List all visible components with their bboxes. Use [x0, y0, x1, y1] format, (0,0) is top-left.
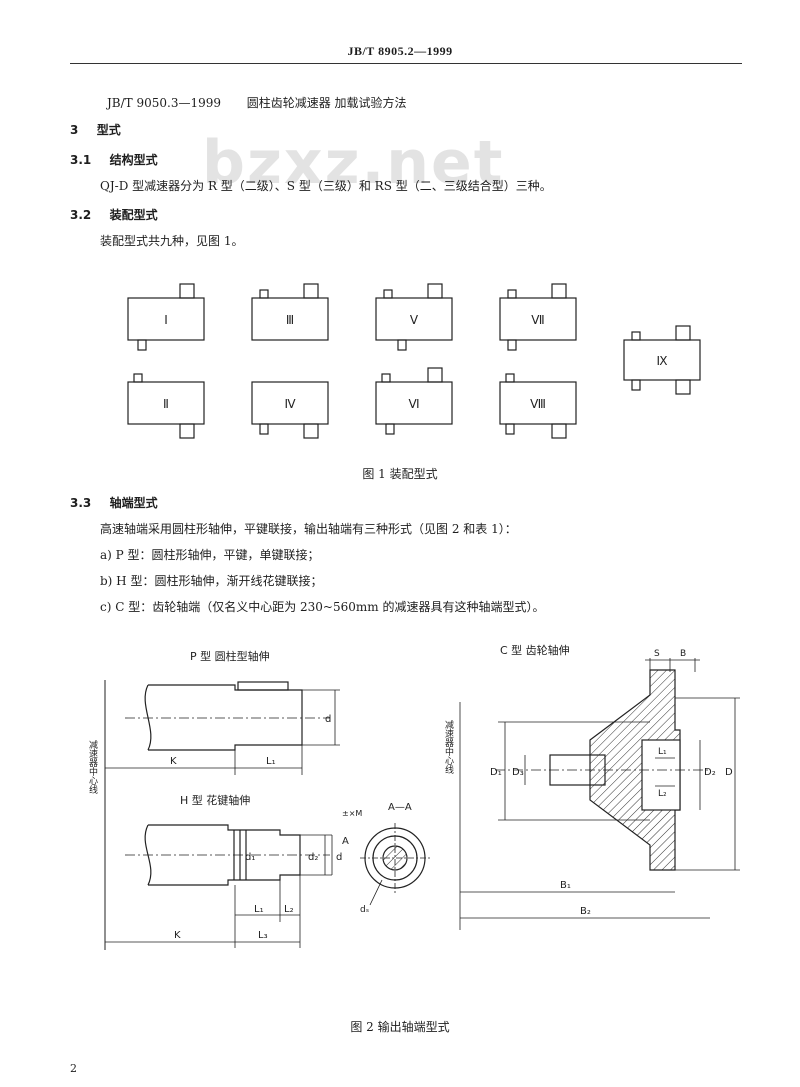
- dim-l1-c: L₁: [658, 747, 667, 757]
- dim-d2-c: D₂: [704, 767, 716, 778]
- assembly-label: Ⅳ: [284, 397, 295, 411]
- section-number: 3.3: [70, 496, 92, 510]
- figure-1-caption: 图 1 装配型式: [362, 467, 438, 481]
- reference-code: JB/T 9050.3—1999: [107, 96, 222, 110]
- assembly-type-5-diagram: [375, 283, 453, 351]
- dim-d-h: d: [336, 852, 342, 863]
- assembly-label: Ⅸ: [656, 354, 667, 368]
- assembly-type-1-diagram: [127, 283, 205, 351]
- dim-b2: B₂: [580, 906, 591, 917]
- dim-l2: L₂: [284, 904, 294, 915]
- section-title: 轴端型式: [109, 496, 158, 510]
- section-number: 3.2: [70, 208, 92, 222]
- dim-l1-h: L₁: [254, 904, 264, 915]
- page-header: JB/T 8905.2—1999: [347, 44, 453, 58]
- p-type-title: P 型 圆柱型轴伸: [190, 649, 270, 663]
- section-title: 装配型式: [109, 208, 158, 222]
- section-title: 型式: [96, 123, 121, 137]
- dim-k-h: K: [174, 930, 181, 941]
- tolerance-label: ±×M: [342, 809, 362, 818]
- section-3-3-body: 高速轴端采用圆柱形轴伸，平键联接，输出轴端有三种形式（见图 2 和表 1）：: [100, 522, 517, 536]
- dim-d2: d₂: [308, 852, 318, 863]
- section-3-heading: 3 型式: [70, 121, 121, 138]
- reference-title: 圆柱齿轮减速器 加载试验方法: [246, 96, 407, 110]
- dim-d3: D₃: [512, 767, 524, 778]
- list-item: a) P 型：圆柱形轴伸，平键，单键联接；: [100, 548, 320, 562]
- watermark: bzxz.net: [202, 128, 505, 198]
- dim-d1: d₁: [245, 852, 255, 863]
- section-number: 3.1: [70, 153, 92, 167]
- assembly-type-9-diagram: [623, 325, 701, 395]
- section-title: 结构型式: [109, 153, 158, 167]
- assembly-type-8-diagram: [499, 373, 577, 439]
- assembly-label: Ⅰ: [164, 313, 168, 327]
- assembly-label: Ⅵ: [408, 397, 419, 411]
- header-rule: [70, 63, 742, 64]
- assembly-label: Ⅶ: [531, 313, 544, 327]
- assembly-type-2-diagram: [127, 373, 205, 439]
- assembly-type-7-diagram: [499, 283, 577, 351]
- side-label-right: 减速器中心线: [443, 719, 454, 774]
- c-type-title: C 型 齿轮轴伸: [500, 643, 570, 657]
- figure-1-assembly-types: Ⅰ Ⅱ Ⅲ Ⅳ Ⅴ Ⅵ Ⅶ Ⅷ Ⅸ: [127, 283, 701, 439]
- assembly-label: Ⅱ: [163, 397, 169, 411]
- assembly-label: Ⅷ: [530, 397, 546, 411]
- p-type-shaft-drawing: [105, 681, 340, 775]
- dim-d1-c: D₁: [490, 767, 502, 778]
- section-marker-a: A: [342, 836, 349, 847]
- assembly-type-6-diagram: [375, 367, 453, 435]
- assembly-label: Ⅴ: [410, 313, 419, 327]
- dim-l3: L₃: [258, 930, 268, 941]
- dim-d: d: [325, 714, 331, 725]
- section-label-a-a: A—A: [388, 802, 412, 813]
- list-item: b) H 型：圆柱形轴伸，渐开线花键联接；: [100, 574, 323, 588]
- dim-l1: L₁: [266, 756, 276, 767]
- section-3-1-body: QJ-D 型减速器分为 R 型（二级）、S 型（三级）和 RS 型（二、三级结合…: [100, 179, 552, 193]
- side-label-left: 减速器中心线: [87, 739, 98, 794]
- section-3-2-body: 装配型式共九种，见图 1。: [100, 234, 244, 248]
- section-3-1-heading: 3.1 结构型式: [70, 151, 158, 168]
- assembly-type-3-diagram: [251, 283, 329, 341]
- section-3-3-heading: 3.3 轴端型式: [70, 494, 158, 511]
- dim-d-c: D: [725, 767, 733, 778]
- dim-k: K: [170, 756, 177, 767]
- c-type-gear-drawing: 减速器中心线: [443, 658, 740, 930]
- section-3-2-heading: 3.2 装配型式: [70, 206, 158, 223]
- dim-b1: B₁: [560, 880, 571, 891]
- dim-s: S: [654, 649, 660, 659]
- figure-2-caption: 图 2 输出轴端型式: [350, 1020, 450, 1034]
- assembly-label: Ⅲ: [286, 313, 294, 327]
- dim-l2-c: L₂: [658, 789, 667, 799]
- dim-b: B: [680, 649, 686, 659]
- h-type-shaft-drawing: [105, 823, 430, 948]
- h-type-title: H 型 花键轴伸: [180, 793, 250, 807]
- page-number: 2: [70, 1062, 77, 1075]
- figure-2-shaft-end-types: P 型 圆柱型轴伸 H 型 花键轴伸 C 型 齿轮轴伸 减速器中心线 K L₁ …: [87, 643, 740, 950]
- list-item: c) C 型：齿轮轴端（仅名义中心距为 230~560mm 的减速器具有这种轴端…: [100, 600, 545, 614]
- reference-line: JB/T 9050.3—1999 圆柱齿轮减速器 加载试验方法: [107, 94, 407, 111]
- dim-ds: dₛ: [360, 905, 369, 915]
- assembly-type-4-diagram: [251, 381, 329, 439]
- section-number: 3: [70, 123, 79, 137]
